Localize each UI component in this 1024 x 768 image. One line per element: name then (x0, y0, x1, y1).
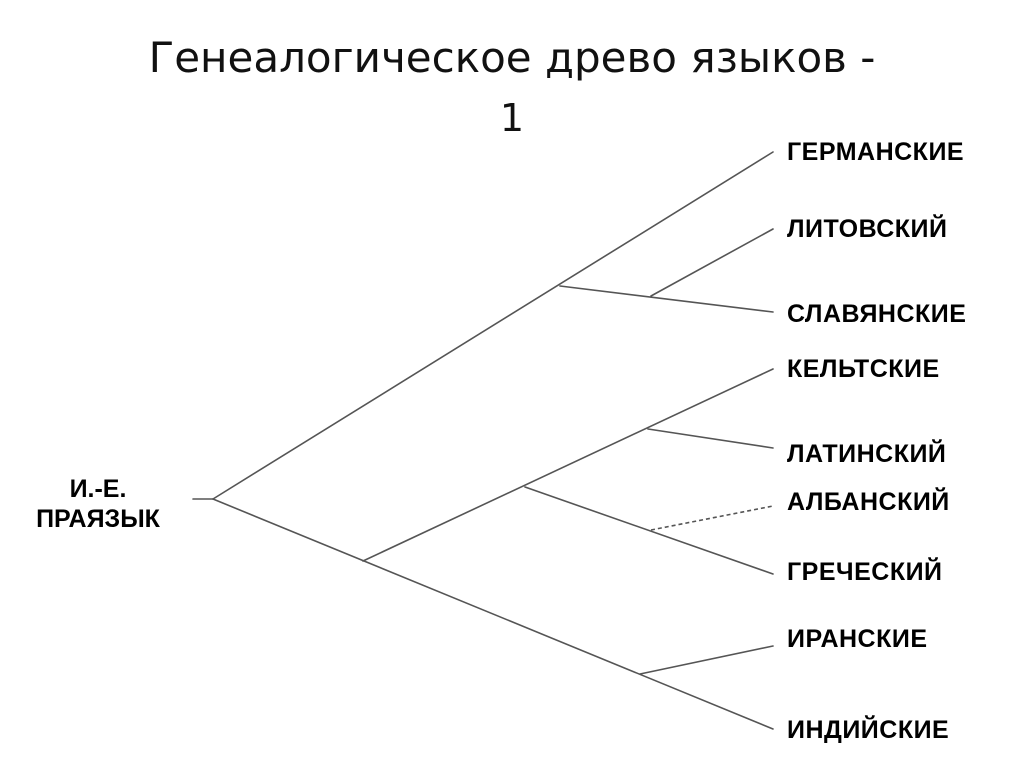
edge-upper-slavic (559, 285, 774, 313)
edge-lower-celtic (362, 368, 774, 562)
slide-title: Генеалогическое древо языков - 1 (40, 28, 984, 148)
title-line-1: Генеалогическое древо языков - (148, 33, 876, 82)
leaf-lithuanian: ЛИТОВСКИЙ (787, 215, 948, 243)
leaf-slavic: СЛАВЯНСКИЕ (787, 300, 967, 328)
leaf-latin: ЛАТИНСКИЙ (787, 440, 947, 468)
edge-iranian (639, 645, 774, 675)
leaf-indian: ИНДИЙСКИЕ (787, 716, 950, 744)
edge-root-indian (212, 498, 774, 730)
leaf-iranian: ИРАНСКИЕ (787, 625, 928, 653)
leaf-germanic: ГЕРМАНСКИЕ (787, 138, 965, 166)
root-label-line-2: ПРАЯЗЫК (36, 505, 160, 533)
edge-root-germanic (212, 151, 774, 500)
root-label-line-1: И.-Е. (69, 475, 127, 503)
edge-albanian-dashed (650, 505, 774, 531)
leaf-greek: ГРЕЧЕСКИЙ (787, 558, 943, 586)
title-line-2: 1 (499, 96, 525, 140)
edge-latin (647, 428, 774, 449)
leaf-albanian: АЛБАНСКИЙ (787, 488, 950, 516)
edge-lithuanian (650, 228, 774, 297)
root-label: И.-Е. ПРАЯЗЫК (18, 474, 178, 534)
edge-greek (524, 486, 774, 575)
leaf-celtic: КЕЛЬТСКИЕ (787, 355, 940, 383)
